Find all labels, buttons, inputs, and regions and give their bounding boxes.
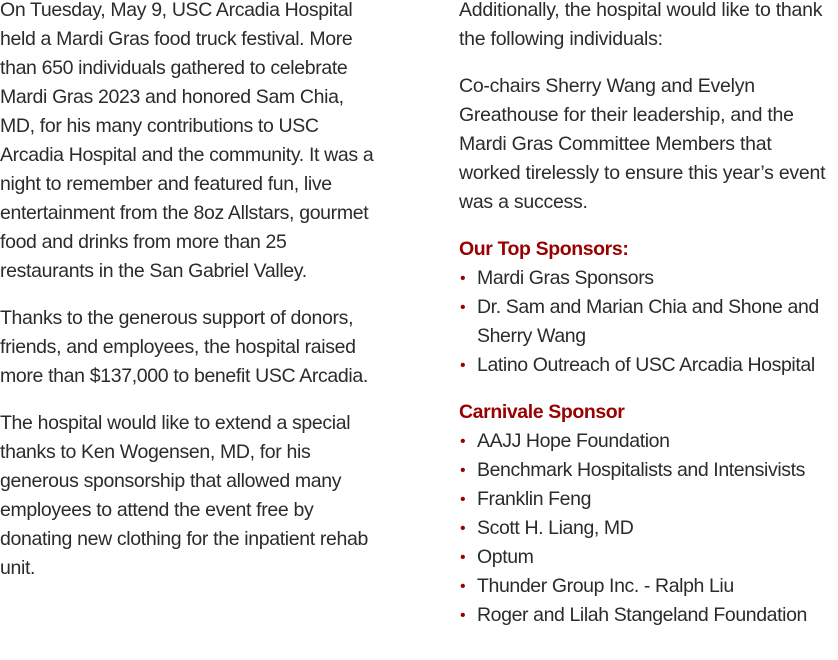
special-thanks-paragraph: The hospital would like to extend a spec…: [0, 412, 369, 579]
bullet-icon: •: [460, 433, 466, 450]
carnivale-sponsor-heading: Carnivale Sponsor: [459, 401, 625, 423]
top-sponsors-list: •Mardi Gras Sponsors •Dr. Sam and Marian…: [459, 264, 838, 380]
list-item: •Roger and Lilah Stangeland Foundation: [459, 601, 838, 630]
event-summary-paragraph: On Tuesday, May 9, USC Arcadia Hospital …: [0, 0, 374, 282]
right-column: Additionally, the hospital would like to…: [459, 0, 838, 648]
list-item: •Scott H. Liang, MD: [459, 514, 838, 543]
list-item: •Franklin Feng: [459, 485, 838, 514]
bullet-icon: •: [460, 270, 466, 287]
list-item: •Latino Outreach of USC Arcadia Hospital: [459, 351, 838, 380]
top-sponsors-heading: Our Top Sponsors:: [459, 238, 629, 260]
list-item: •Optum: [459, 543, 838, 572]
left-column: On Tuesday, May 9, USC Arcadia Hospital …: [0, 0, 380, 601]
bullet-icon: •: [460, 549, 466, 566]
list-item: •AAJJ Hope Foundation: [459, 427, 838, 456]
bullet-icon: •: [460, 299, 466, 316]
additional-thanks-paragraph: Additionally, the hospital would like to…: [459, 0, 823, 50]
bullet-icon: •: [460, 462, 466, 479]
bullet-icon: •: [460, 491, 466, 508]
fundraising-paragraph: Thanks to the generous support of donors…: [0, 307, 368, 387]
list-item: •Thunder Group Inc. - Ralph Liu: [459, 572, 838, 601]
bullet-icon: •: [460, 578, 466, 595]
bullet-icon: •: [460, 607, 466, 624]
bullet-icon: •: [460, 357, 466, 374]
co-chairs-paragraph: Co-chairs Sherry Wang and Evelyn Greatho…: [459, 75, 826, 213]
list-item: •Mardi Gras Sponsors: [459, 264, 838, 293]
bullet-icon: •: [460, 520, 466, 537]
carnivale-sponsor-list: •AAJJ Hope Foundation •Benchmark Hospita…: [459, 427, 838, 630]
list-item: •Benchmark Hospitalists and Intensivists: [459, 456, 838, 485]
list-item: •Dr. Sam and Marian Chia and Shone and S…: [459, 293, 838, 351]
